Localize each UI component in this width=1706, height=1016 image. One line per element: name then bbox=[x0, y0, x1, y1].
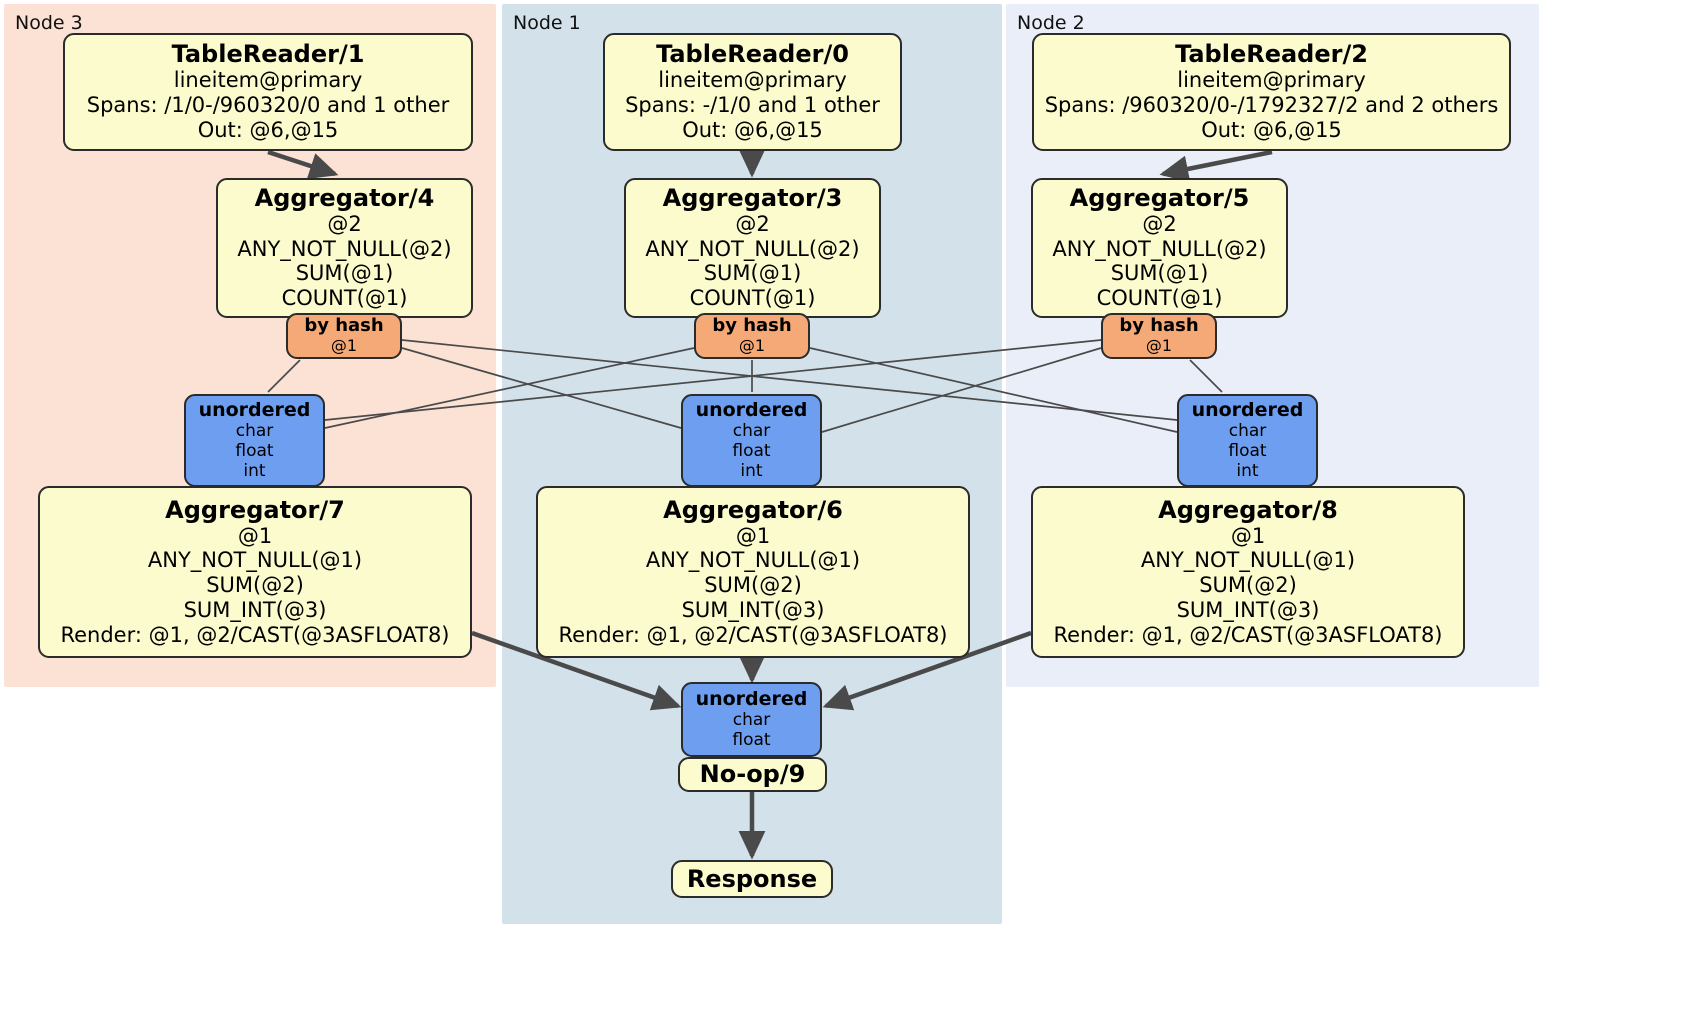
router-byhash-3[interactable]: by hash@1 bbox=[694, 313, 810, 359]
node-title: Aggregator/7 bbox=[165, 495, 345, 524]
node-detail-line: SUM(@1) bbox=[1110, 261, 1209, 286]
node-title: unordered bbox=[1191, 398, 1304, 421]
node-detail-line: Render: @1, @2/CAST(@3ASFLOAT8) bbox=[60, 622, 450, 647]
node-detail-line: float bbox=[1228, 441, 1267, 462]
node-detail-line: Spans: /1/0-/960320/0 and 1 other bbox=[86, 93, 450, 118]
node-detail-line: ANY_NOT_NULL(@2) bbox=[237, 236, 452, 261]
node-title: unordered bbox=[198, 398, 311, 421]
node-detail-line: COUNT(@1) bbox=[281, 286, 408, 311]
node-detail-line: Render: @1, @2/CAST(@3ASFLOAT8) bbox=[558, 622, 948, 647]
node-detail-line: Out: @6,@15 bbox=[1201, 117, 1342, 142]
node-title: by hash bbox=[712, 315, 792, 337]
node-detail-line: char bbox=[732, 710, 771, 731]
node-detail-line: SUM_INT(@3) bbox=[681, 597, 825, 622]
node-detail-line: int bbox=[243, 461, 266, 482]
node-detail-line: COUNT(@1) bbox=[689, 286, 816, 311]
node-detail-line: Spans: -/1/0 and 1 other bbox=[625, 93, 880, 118]
node-detail-line: ANY_NOT_NULL(@2) bbox=[1052, 236, 1267, 261]
router-byhash-5[interactable]: by hash@1 bbox=[1101, 313, 1217, 359]
node-title: by hash bbox=[304, 315, 384, 337]
node-detail-line: Out: @6,@15 bbox=[197, 117, 339, 142]
node-detail-line: SUM_INT(@3) bbox=[1176, 597, 1320, 622]
node-title: Response bbox=[686, 864, 818, 893]
node-detail-line: @1 bbox=[237, 523, 273, 548]
processor-response[interactable]: Response bbox=[671, 860, 833, 898]
panel-label-node3: Node 3 bbox=[15, 12, 83, 34]
node-detail-line: ANY_NOT_NULL(@1) bbox=[1140, 548, 1356, 573]
node-title: TableReader/2 bbox=[1175, 40, 1368, 69]
node-detail-line: ANY_NOT_NULL(@2) bbox=[645, 236, 860, 261]
node-detail-line: ANY_NOT_NULL(@1) bbox=[645, 548, 861, 573]
node-title: Aggregator/6 bbox=[663, 495, 843, 524]
node-title: unordered bbox=[695, 687, 808, 710]
node-detail-line: SUM(@2) bbox=[1199, 573, 1297, 598]
node-detail-line: ANY_NOT_NULL(@1) bbox=[147, 548, 363, 573]
node-detail-line: SUM(@2) bbox=[206, 573, 304, 598]
node-title: Aggregator/8 bbox=[1158, 495, 1338, 524]
node-title: TableReader/0 bbox=[656, 40, 849, 69]
node-detail-line: float bbox=[235, 441, 274, 462]
panel-label-node1: Node 1 bbox=[513, 12, 581, 34]
node-detail-line: @2 bbox=[327, 211, 362, 236]
node-title: Aggregator/4 bbox=[254, 184, 435, 213]
router-byhash-4[interactable]: by hash@1 bbox=[286, 313, 402, 359]
node-detail-line: SUM(@1) bbox=[703, 261, 802, 286]
node-detail-line: COUNT(@1) bbox=[1096, 286, 1223, 311]
node-detail-line: Out: @6,@15 bbox=[682, 117, 823, 142]
node-detail-line: float bbox=[732, 441, 771, 462]
node-detail-line: Render: @1, @2/CAST(@3ASFLOAT8) bbox=[1053, 622, 1443, 647]
node-detail-line: SUM(@1) bbox=[295, 261, 394, 286]
node-title: by hash bbox=[1119, 315, 1199, 337]
node-title: TableReader/1 bbox=[171, 40, 365, 69]
node-detail-line: lineitem@primary bbox=[1177, 68, 1366, 93]
node-title: unordered bbox=[695, 398, 808, 421]
node-detail-line: float bbox=[732, 730, 771, 751]
node-detail-line: int bbox=[740, 461, 763, 482]
node-detail-line: @2 bbox=[1142, 211, 1177, 236]
node-title: Aggregator/3 bbox=[662, 184, 843, 213]
node-detail-line: @1 bbox=[738, 335, 766, 355]
processor-noop-9[interactable]: No-op/9 bbox=[678, 757, 827, 792]
node-detail-line: @2 bbox=[735, 211, 770, 236]
node-title: No-op/9 bbox=[699, 760, 806, 789]
node-detail-line: lineitem@primary bbox=[173, 68, 363, 93]
node-detail-line: @1 bbox=[735, 523, 771, 548]
node-detail-line: char bbox=[1228, 421, 1267, 442]
node-detail-line: lineitem@primary bbox=[658, 68, 847, 93]
node-detail-line: @1 bbox=[1230, 523, 1266, 548]
node-detail-line: Spans: /960320/0-/1792327/2 and 2 others bbox=[1044, 93, 1499, 118]
node-detail-line: int bbox=[1236, 461, 1259, 482]
node-detail-line: SUM_INT(@3) bbox=[183, 597, 327, 622]
node-title: Aggregator/5 bbox=[1069, 184, 1250, 213]
node-detail-line: @1 bbox=[1145, 335, 1173, 355]
node-detail-line: SUM(@2) bbox=[704, 573, 802, 598]
node-detail-line: @1 bbox=[330, 335, 358, 355]
node-detail-line: char bbox=[235, 421, 274, 442]
node-detail-line: char bbox=[732, 421, 771, 442]
panel-label-node2: Node 2 bbox=[1017, 12, 1085, 34]
